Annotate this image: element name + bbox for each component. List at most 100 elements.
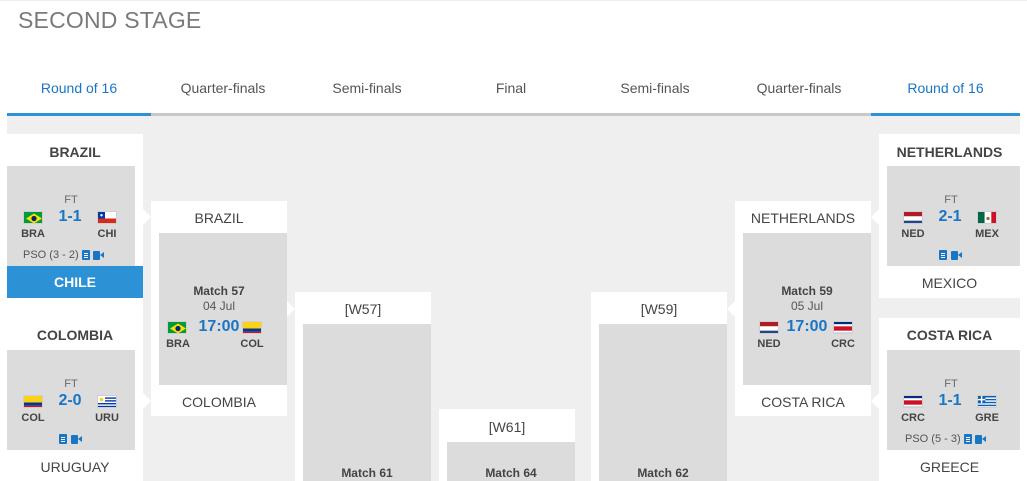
team-code-home: CRC bbox=[901, 412, 925, 424]
team-code-home: COL bbox=[21, 412, 45, 424]
tab-label: Quarter-finals bbox=[756, 80, 842, 96]
page-title: SECOND STAGE bbox=[18, 7, 202, 33]
team-name-home: COSTA RICA bbox=[906, 327, 993, 343]
match-score: 2-1 bbox=[938, 208, 962, 225]
tab-label: Semi-finals bbox=[332, 80, 402, 96]
report-icon[interactable] bbox=[59, 434, 67, 444]
match-number: Match 57 bbox=[193, 284, 245, 298]
team-name-home: NETHERLANDS bbox=[896, 144, 1003, 160]
match-score: 1-1 bbox=[58, 208, 82, 225]
match-box bbox=[599, 324, 727, 481]
match-date: 05 Jul bbox=[790, 299, 824, 313]
match-status: FT bbox=[944, 378, 958, 390]
pso-text: PSO (5 - 3) bbox=[905, 433, 961, 445]
penalty-shootout: PSO (3 - 2) bbox=[23, 249, 104, 261]
team-code-away: CHI bbox=[97, 228, 117, 240]
match-box bbox=[743, 233, 871, 385]
connector-arrow bbox=[871, 209, 879, 225]
costa-rica-flag-icon bbox=[903, 395, 923, 408]
match-time: 17:00 bbox=[198, 318, 240, 335]
connector-arrow bbox=[287, 301, 295, 317]
match-status: FT bbox=[64, 194, 78, 206]
match-date: 04 Jul bbox=[202, 299, 236, 313]
connector-arrow bbox=[871, 393, 879, 409]
brazil-flag-icon bbox=[167, 321, 187, 334]
tab-quarter-finals-left[interactable]: Quarter-finals bbox=[151, 60, 295, 116]
match-score: 2-0 bbox=[58, 392, 82, 409]
colombia-flag-icon bbox=[23, 395, 43, 408]
tab-final[interactable]: Final bbox=[439, 60, 583, 116]
team-name-top: NETHERLANDS bbox=[750, 210, 856, 226]
tab-round-of-16-left[interactable]: Round of 16 bbox=[7, 60, 151, 116]
tab-semi-finals-left[interactable]: Semi-finals bbox=[295, 60, 439, 116]
tab-label: Semi-finals bbox=[620, 80, 690, 96]
video-icon[interactable] bbox=[71, 434, 82, 444]
team-code-home: NED bbox=[757, 338, 781, 350]
pso-text: PSO (3 - 2) bbox=[23, 249, 79, 261]
slot-winner: [W57] bbox=[344, 301, 382, 317]
team-name-home: BRAZIL bbox=[49, 144, 101, 160]
tab-label: Quarter-finals bbox=[180, 80, 266, 96]
team-code-away: GRE bbox=[975, 412, 999, 424]
match-number: Match 64 bbox=[485, 466, 537, 480]
tab-semi-finals-right[interactable]: Semi-finals bbox=[583, 60, 727, 116]
connector-arrow bbox=[727, 301, 735, 317]
report-icon[interactable] bbox=[81, 250, 90, 260]
team-code-away: MEX bbox=[975, 228, 999, 240]
greece-flag-icon bbox=[977, 395, 997, 408]
match-number: Match 61 bbox=[341, 466, 393, 480]
team-code-away: URU bbox=[95, 412, 119, 424]
match-score: 1-1 bbox=[938, 392, 962, 409]
team-name-away: URUGUAY bbox=[40, 459, 110, 475]
costa-rica-flag-icon bbox=[833, 321, 853, 334]
video-icon[interactable] bbox=[974, 434, 986, 444]
bracket-board: BRAZIL FT 1-1 BRA CHI PSO (3 - 2) CHILE … bbox=[7, 116, 1020, 481]
tab-indicator-active bbox=[871, 113, 1020, 116]
netherlands-flag-icon bbox=[903, 211, 923, 224]
tab-label: Final bbox=[495, 80, 527, 96]
team-name-bottom: COSTA RICA bbox=[761, 394, 845, 410]
uruguay-flag-icon bbox=[97, 395, 117, 408]
tab-round-of-16-right[interactable]: Round of 16 bbox=[871, 60, 1020, 116]
tab-label: Round of 16 bbox=[907, 80, 984, 96]
tab-indicator bbox=[583, 113, 727, 116]
match-box bbox=[447, 442, 575, 481]
slot-winner: [W59] bbox=[640, 301, 678, 317]
connector-arrow bbox=[143, 393, 151, 409]
mexico-flag-icon bbox=[977, 211, 997, 224]
tab-indicator-active bbox=[7, 113, 151, 116]
match-number: Match 62 bbox=[637, 466, 689, 480]
match-time: 17:00 bbox=[786, 318, 828, 335]
tab-quarter-finals-right[interactable]: Quarter-finals bbox=[727, 60, 871, 116]
team-code-away: CRC bbox=[831, 338, 855, 350]
team-name-away: MEXICO bbox=[921, 275, 978, 291]
tab-indicator bbox=[295, 113, 439, 116]
report-icon[interactable] bbox=[963, 434, 972, 444]
team-code-home: BRA bbox=[166, 338, 190, 350]
team-code-away: COL bbox=[240, 338, 264, 350]
connector-arrow bbox=[143, 209, 151, 225]
chile-flag-icon bbox=[97, 211, 117, 224]
penalty-shootout: PSO (5 - 3) bbox=[905, 433, 986, 445]
brazil-flag-icon bbox=[23, 211, 43, 224]
match-links bbox=[939, 250, 962, 260]
tab-label: Round of 16 bbox=[40, 80, 118, 96]
video-icon[interactable] bbox=[951, 250, 962, 260]
video-icon[interactable] bbox=[92, 250, 104, 260]
netherlands-flag-icon bbox=[759, 321, 779, 334]
match-box bbox=[159, 233, 287, 385]
match-status: FT bbox=[64, 378, 78, 390]
team-name-bottom: COLOMBIA bbox=[182, 394, 256, 410]
colombia-flag-icon bbox=[242, 321, 262, 334]
tab-indicator bbox=[727, 113, 871, 116]
stage-tabs: Round of 16 Quarter-finals Semi-finals F… bbox=[7, 60, 1020, 116]
report-icon[interactable] bbox=[939, 250, 947, 260]
tab-indicator bbox=[151, 113, 295, 116]
match-links bbox=[59, 434, 82, 444]
winner-team-chile[interactable]: CHILE bbox=[7, 266, 143, 298]
top-divider bbox=[0, 0, 1027, 1]
team-code-home: BRA bbox=[21, 228, 45, 240]
match-number: Match 59 bbox=[781, 284, 833, 298]
tab-indicator bbox=[439, 113, 583, 116]
slot-winner: [W61] bbox=[488, 419, 526, 435]
